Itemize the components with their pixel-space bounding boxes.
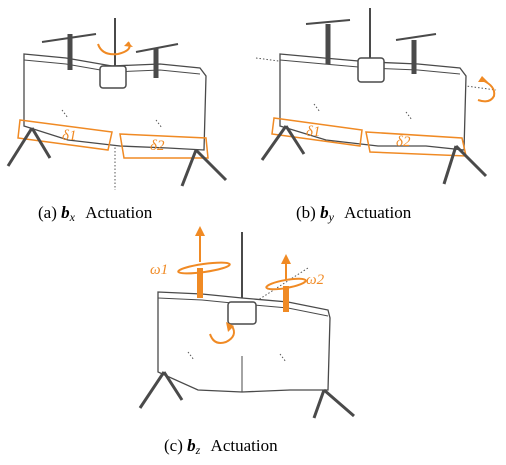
caption-b-symbol: b — [320, 203, 329, 222]
flap-left — [271, 117, 363, 147]
hinge-mark-right — [155, 119, 163, 129]
right-propeller — [135, 43, 179, 53]
center-pod — [357, 57, 385, 83]
right-propeller — [265, 277, 307, 291]
thrust-arrowhead-left — [195, 226, 205, 236]
tailsitter-drawing-b: δ1 δ2 — [255, 8, 497, 185]
panel-bz-actuation: ω1 ω2 — [118, 222, 378, 422]
leg-left-front — [260, 125, 288, 161]
caption-c: (c) bz Actuation — [164, 436, 278, 458]
flap-right — [119, 133, 209, 159]
rotation-arrow-z — [209, 325, 235, 344]
delta2-label: δ2 — [150, 138, 165, 154]
leg-right-front — [442, 145, 458, 185]
thrust-arrowhead-right — [281, 254, 291, 264]
center-pod — [99, 65, 127, 89]
wing-body — [157, 291, 331, 393]
hinge-mark-left — [313, 103, 321, 113]
caption-b-suffix: Actuation — [344, 203, 412, 222]
hinge-mark-right — [405, 111, 413, 121]
caption-c-label: (c) — [164, 436, 183, 455]
leg-left-front — [6, 127, 34, 167]
rotation-arrowhead-y — [478, 76, 488, 82]
rotation-arrow-y — [477, 79, 496, 103]
caption-a-suffix: Actuation — [85, 203, 153, 222]
caption-c-suffix: Actuation — [210, 436, 278, 455]
left-propeller — [305, 19, 351, 25]
panel-by-actuation: δ1 δ2 — [246, 0, 506, 200]
right-propeller — [395, 33, 437, 41]
leg-right-back — [454, 144, 488, 178]
delta1-label: δ1 — [306, 124, 320, 140]
rotation-arrowhead-x — [124, 42, 133, 47]
caption-b-label: (b) — [296, 203, 316, 222]
leg-left-front — [138, 371, 166, 409]
hinge-mark-left — [187, 351, 195, 361]
caption-b: (b) by Actuation — [296, 203, 411, 225]
leg-left-back — [30, 127, 52, 159]
leg-right-front — [180, 149, 198, 187]
caption-a-symbol: b — [61, 203, 70, 222]
hinge-mark-right — [279, 353, 287, 363]
caption-c-subscript: z — [195, 443, 201, 457]
leg-right-back — [194, 148, 228, 182]
caption-a-label: (a) — [38, 203, 57, 222]
hinge-mark-left — [61, 109, 69, 119]
omega1-label: ω1 — [150, 262, 168, 278]
flap-left — [17, 119, 113, 151]
panel-bx-actuation: δ1 δ2 — [0, 0, 240, 200]
center-pod — [227, 301, 257, 325]
leg-right-back — [323, 388, 355, 418]
left-propeller — [177, 261, 231, 275]
delta1-label: δ1 — [62, 128, 76, 144]
tailsitter-drawing-c: ω1 ω2 — [138, 226, 355, 419]
caption-a-subscript: x — [69, 210, 75, 224]
rotation-arrowhead-z — [226, 322, 234, 332]
leg-right-front — [312, 389, 326, 419]
leg-left-back — [284, 125, 306, 155]
rotation-arrow-x — [97, 41, 131, 56]
tailsitter-drawing-a: δ1 δ2 — [6, 18, 228, 190]
left-propeller — [41, 33, 97, 43]
caption-c-symbol: b — [187, 436, 196, 455]
caption-a: (a) bx Actuation — [38, 203, 152, 225]
omega2-label: ω2 — [306, 272, 325, 288]
caption-b-subscript: y — [328, 210, 334, 224]
leg-left-back — [162, 371, 184, 401]
delta2-label: δ2 — [396, 134, 411, 150]
